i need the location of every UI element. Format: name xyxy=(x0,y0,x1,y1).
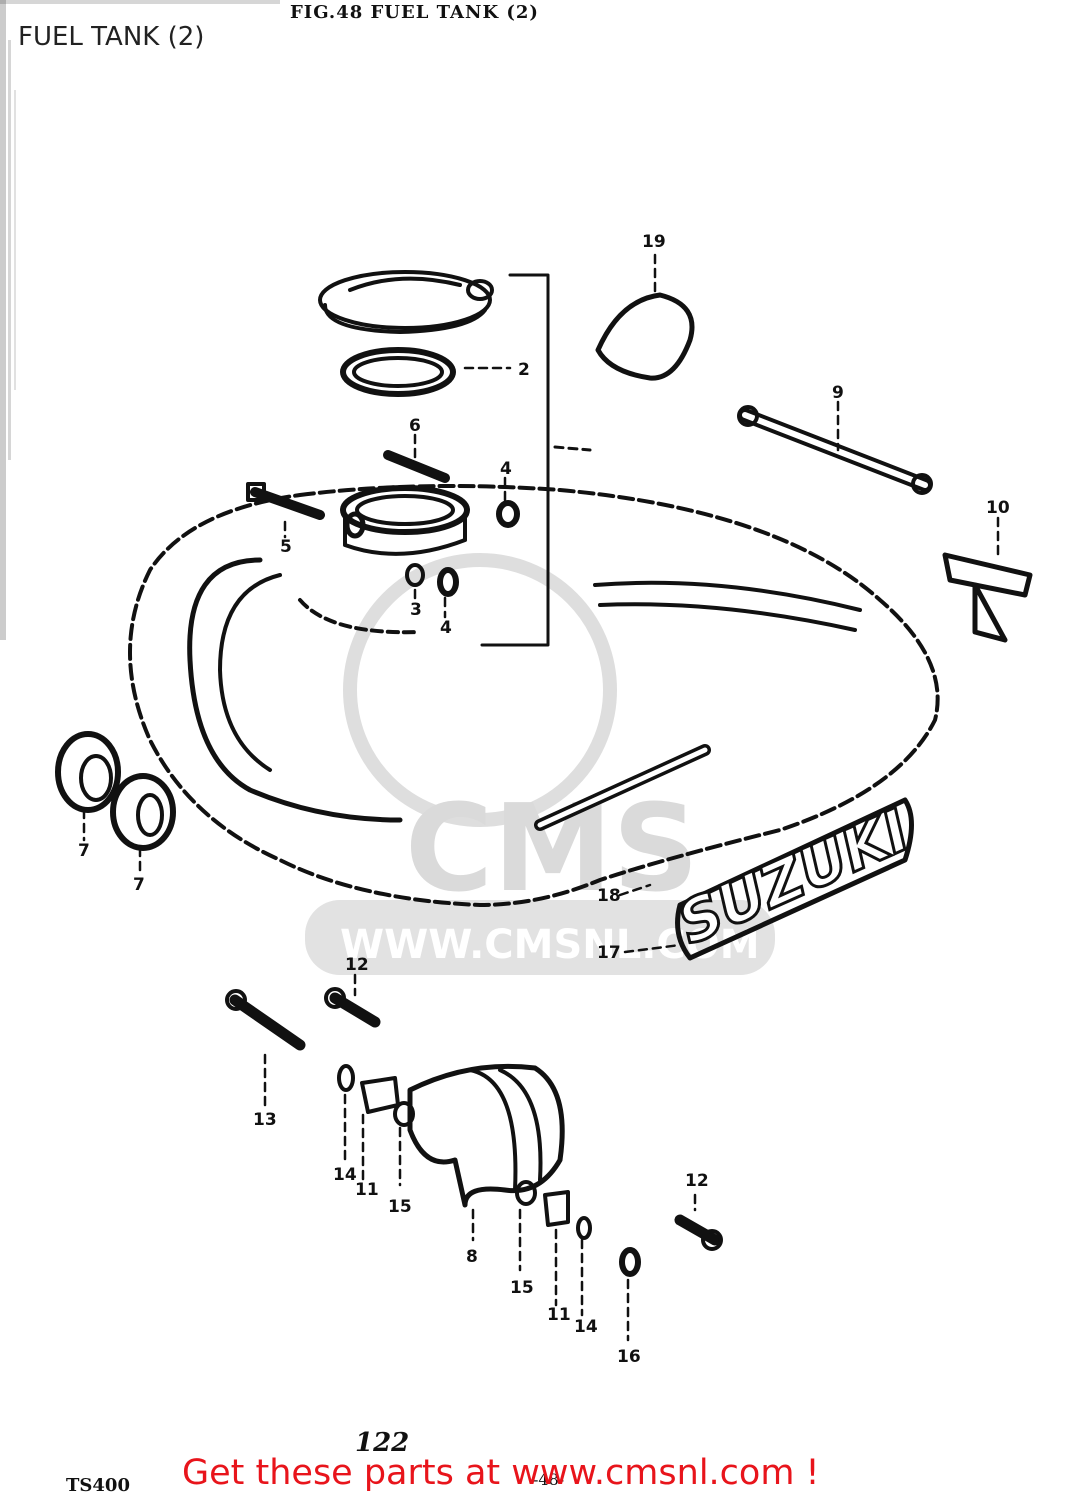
collar-15b xyxy=(515,1180,537,1206)
nut-4b xyxy=(496,500,520,528)
nut-4a xyxy=(437,567,459,597)
filler-neck xyxy=(340,485,470,535)
page-number: 122 xyxy=(355,1428,410,1458)
suzuki-emblem-text: SUZUKI xyxy=(668,796,919,958)
scan-noise xyxy=(0,0,280,640)
emblem-plate xyxy=(675,797,914,961)
callout-11a: 11 xyxy=(355,1180,379,1200)
callout-8: 8 xyxy=(466,1247,478,1267)
nut-16 xyxy=(619,1247,641,1277)
fuel-cap xyxy=(318,270,492,330)
page-title: FUEL TANK (2) xyxy=(18,22,205,52)
plate-11b xyxy=(543,1190,570,1227)
callout-2: 2 xyxy=(518,360,530,380)
callout-13: 13 xyxy=(253,1110,277,1130)
callout-12a: 12 xyxy=(345,955,369,975)
bolt-12b xyxy=(674,1214,721,1246)
collar-15a xyxy=(393,1101,415,1127)
bolt-12a xyxy=(329,992,381,1028)
fuel-tank-outline xyxy=(128,484,940,907)
callout-7b: 7 xyxy=(133,875,145,895)
washer-14a xyxy=(337,1064,355,1092)
callout-18: 18 xyxy=(597,886,621,906)
tank-cap-area xyxy=(298,598,422,635)
callout-14a: 14 xyxy=(333,1165,357,1185)
callout-16: 16 xyxy=(617,1347,641,1367)
tank-stripe-top xyxy=(593,580,862,612)
callout-4b: 4 xyxy=(440,618,452,638)
callout-12b: 12 xyxy=(685,1171,709,1191)
callout-4a: 4 xyxy=(500,459,512,479)
get-parts-link[interactable]: Get these parts at www.cmsnl.com ! xyxy=(182,1453,820,1493)
bracket-line xyxy=(480,273,550,647)
callout-15b: 15 xyxy=(510,1278,534,1298)
callout-5: 5 xyxy=(280,537,292,557)
clamp-10 xyxy=(942,552,1033,598)
callout-labels: 2 19 9 10 6 4 5 3 4 7 7 18 17 12 13 14 1… xyxy=(78,232,1010,1367)
tank-stripe-bottom xyxy=(598,602,857,632)
tank-knee-recess-outer xyxy=(187,557,403,823)
cap-gasket xyxy=(340,347,456,397)
callout-6: 6 xyxy=(409,416,421,436)
sheet-code: -48- xyxy=(533,1470,565,1489)
cms-watermark: CMS WWW.CMSNL.COM xyxy=(305,553,775,975)
bolt-6 xyxy=(383,450,450,483)
callout-7a: 7 xyxy=(78,841,90,861)
callout-10: 10 xyxy=(986,498,1010,518)
callout-14b: 14 xyxy=(574,1317,598,1337)
rubber-cap-7b xyxy=(110,773,176,851)
rubber-cap-7a xyxy=(55,731,121,813)
washer-3 xyxy=(405,563,425,587)
callout-11b: 11 xyxy=(547,1305,571,1325)
callout-19: 19 xyxy=(642,232,666,252)
watermark-logo-text: CMS xyxy=(405,780,699,919)
callout-3: 3 xyxy=(410,600,422,620)
model-code: TS400 xyxy=(66,1475,130,1496)
figure-title: FIG.48 FUEL TANK (2) xyxy=(290,2,539,23)
parts-linework xyxy=(55,253,1033,1342)
washer-14b xyxy=(576,1216,592,1240)
callout-15a: 15 xyxy=(388,1197,412,1217)
tank-knee-recess-inner xyxy=(218,573,282,772)
bolt-13 xyxy=(229,994,306,1051)
damper-8 xyxy=(407,1063,565,1208)
callout-17: 17 xyxy=(597,943,621,963)
plate-11a xyxy=(360,1076,400,1114)
cover-19 xyxy=(595,292,695,381)
callout-9: 9 xyxy=(832,383,844,403)
